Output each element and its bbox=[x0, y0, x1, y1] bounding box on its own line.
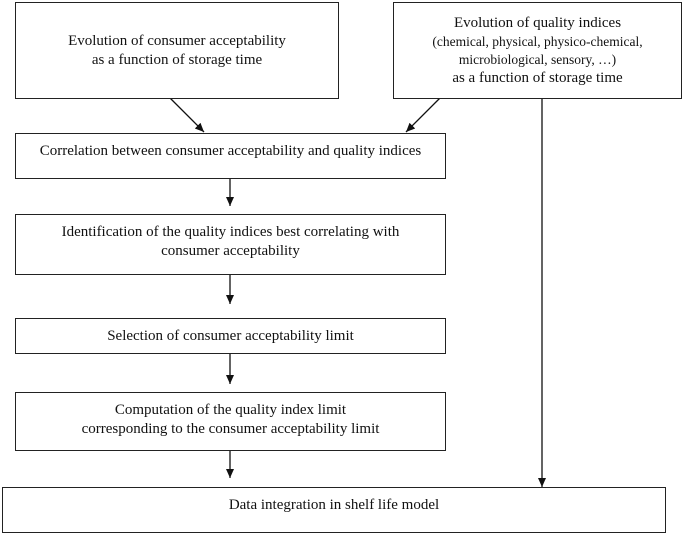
box-text: Selection of consumer acceptability limi… bbox=[107, 328, 354, 344]
box-identification: Identification of the quality indices be… bbox=[15, 214, 446, 275]
box-consumer-acceptability-evolution: Evolution of consumer acceptability as a… bbox=[15, 2, 339, 99]
box-text: corresponding to the consumer acceptabil… bbox=[81, 421, 380, 437]
box-text: Computation of the quality index limit bbox=[114, 402, 347, 418]
box-correlation: Correlation between consumer acceptabili… bbox=[15, 133, 446, 179]
box-text: Correlation between consumer acceptabili… bbox=[39, 143, 422, 159]
box-text: Evolution of consumer acceptability bbox=[68, 32, 286, 49]
box-text: Data integration in shelf life model bbox=[228, 497, 440, 513]
box-text: consumer acceptability bbox=[161, 243, 300, 259]
box-text: Identification of the quality indices be… bbox=[61, 224, 400, 240]
box-computation: Computation of the quality index limit c… bbox=[15, 392, 446, 451]
box-text: as a function of storage time bbox=[91, 51, 263, 68]
arrow-indices-to-correlation bbox=[405, 97, 441, 133]
box-selection: Selection of consumer acceptability limi… bbox=[15, 318, 446, 354]
box-quality-indices-evolution: Evolution of quality indices (chemical, … bbox=[393, 2, 682, 99]
box-text: (chemical, physical, physico-chemical, bbox=[432, 33, 643, 49]
box-text: microbiological, sensory, …) bbox=[458, 51, 617, 67]
box-text: as a function of storage time bbox=[452, 69, 623, 86]
box-data-integration: Data integration in shelf life model bbox=[2, 487, 666, 533]
arrow-acceptability-to-correlation bbox=[169, 97, 205, 133]
box-text: Evolution of quality indices bbox=[453, 14, 622, 31]
